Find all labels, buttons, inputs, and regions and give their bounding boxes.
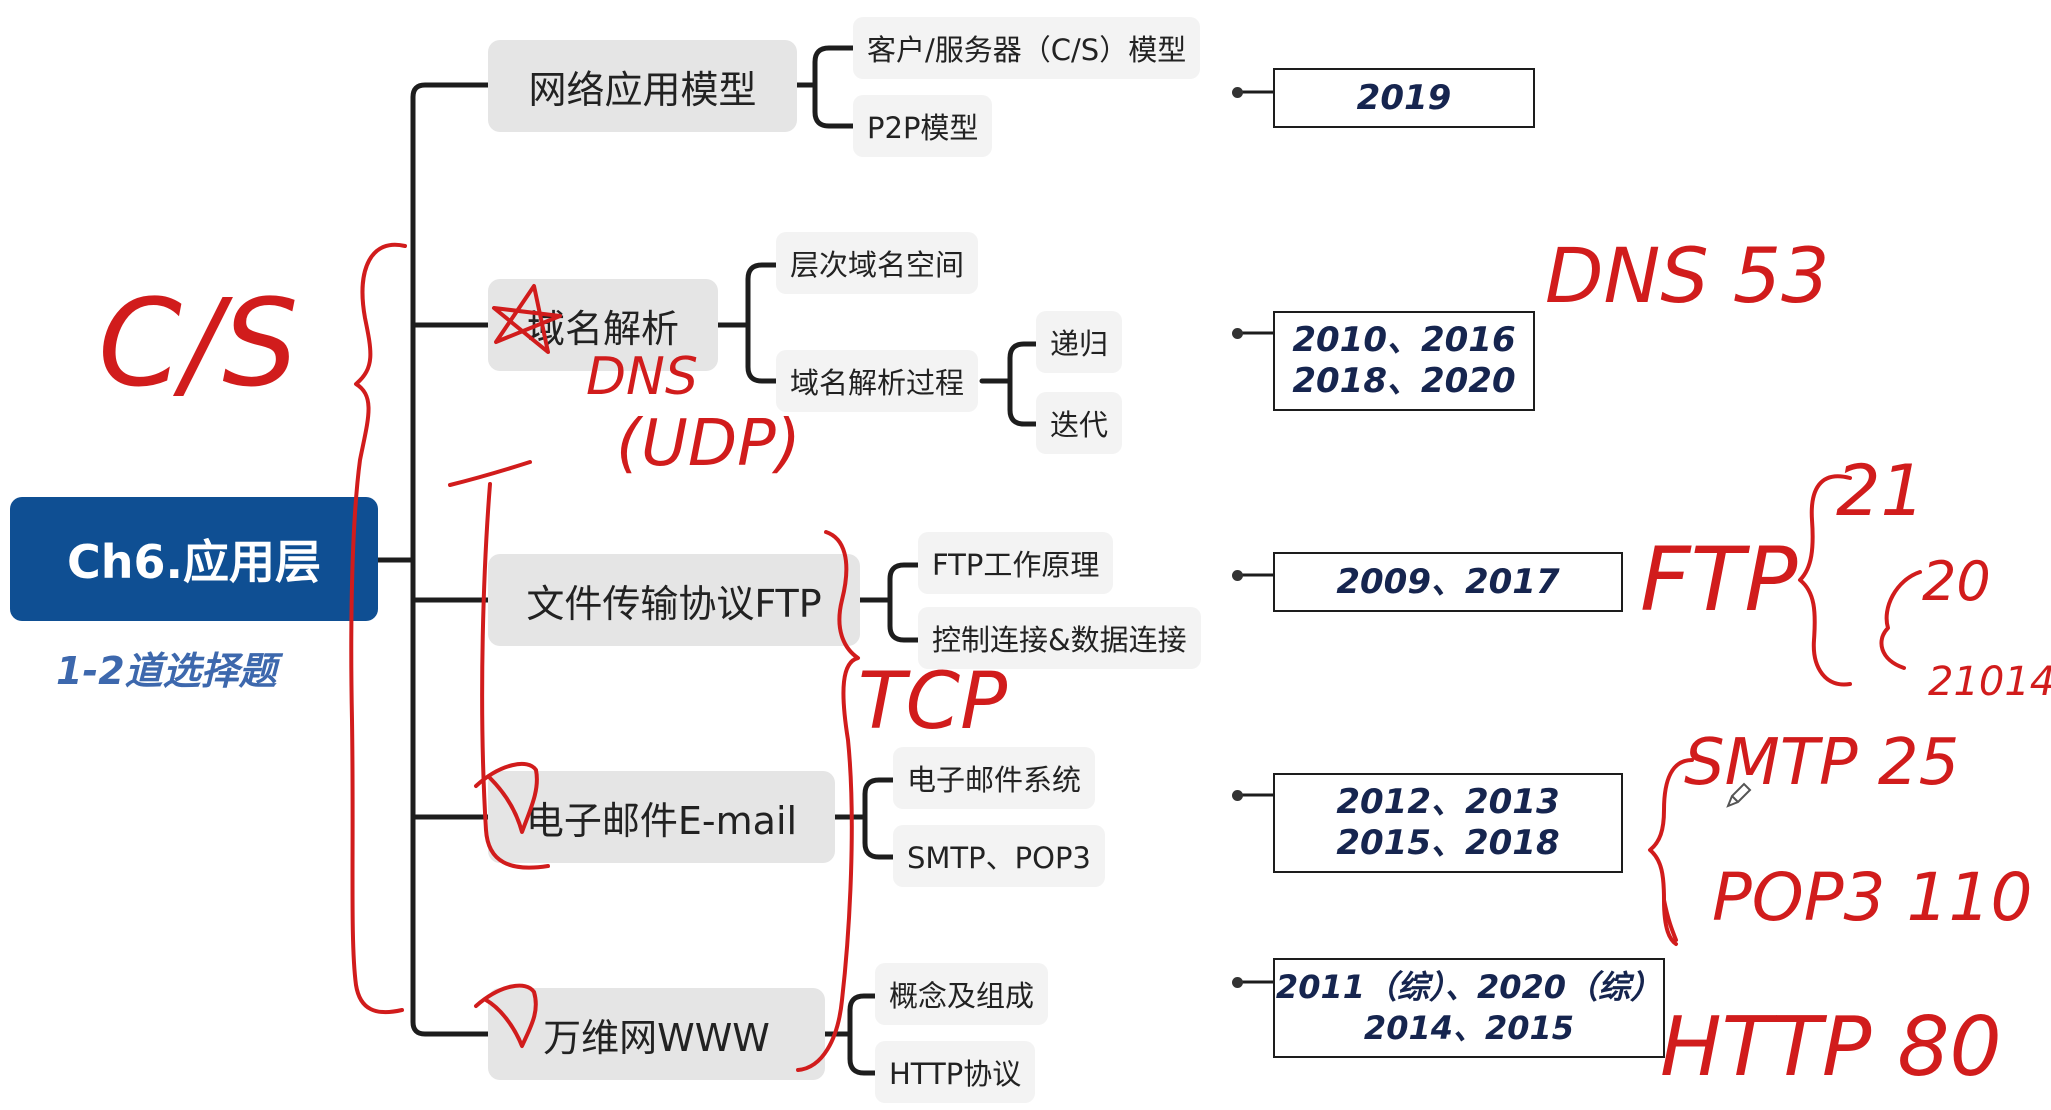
year-box-email: 2012、2013 2015、2018	[1273, 773, 1623, 873]
year-text: 2010、2016	[1292, 320, 1516, 360]
leaf-smtp-pop3[interactable]: SMTP、POP3	[893, 825, 1105, 887]
root-node[interactable]: Ch6.应用层	[10, 497, 378, 621]
year-text: 2014、2015	[1363, 1009, 1575, 1047]
topic-www[interactable]: 万维网WWW	[488, 988, 825, 1080]
year-box-ftp: 2009、2017	[1273, 552, 1623, 612]
year-box-www: 2011（综）、2020（综） 2014、2015	[1273, 958, 1665, 1058]
leaf-control-data-connection[interactable]: 控制连接&数据连接	[918, 607, 1201, 669]
year-box-network-app-model: 2019	[1273, 68, 1535, 128]
topic-email[interactable]: 电子邮件E-mail	[488, 771, 835, 863]
year-text: 2012、2013	[1336, 782, 1560, 822]
leaf-ftp-principle[interactable]: FTP工作原理	[918, 532, 1114, 594]
year-box-dns: 2010、2016 2018、2020	[1273, 311, 1535, 411]
year-dot	[1232, 87, 1243, 98]
leaf-domain-space[interactable]: 层次域名空间	[776, 232, 979, 294]
leaf-http-protocol[interactable]: HTTP协议	[875, 1041, 1036, 1103]
year-text: 2011（综）、2020（综）	[1275, 968, 1663, 1006]
leaf-www-concept[interactable]: 概念及组成	[875, 963, 1049, 1025]
leaf-iterative[interactable]: 迭代	[1036, 392, 1123, 454]
year-text: 2009、2017	[1336, 561, 1560, 602]
leaf-email-system[interactable]: 电子邮件系统	[893, 747, 1096, 809]
year-text: 2018、2020	[1292, 361, 1516, 401]
year-dot	[1232, 328, 1243, 339]
year-text: 2015、2018	[1336, 823, 1560, 863]
year-dot	[1232, 790, 1243, 801]
year-dot	[1232, 570, 1243, 581]
leaf-p2p-model[interactable]: P2P模型	[853, 95, 993, 157]
year-text: 2019	[1356, 77, 1452, 118]
topic-ftp[interactable]: 文件传输协议FTP	[488, 554, 860, 646]
leaf-recursive[interactable]: 递归	[1036, 311, 1123, 373]
topic-network-app-model[interactable]: 网络应用模型	[488, 40, 797, 132]
topic-dns[interactable]: 域名解析	[488, 279, 718, 371]
root-subtitle: 1-2道选择题	[56, 649, 277, 693]
year-dot	[1232, 977, 1243, 988]
leaf-cs-model[interactable]: 客户/服务器（C/S）模型	[853, 17, 1201, 79]
leaf-resolution-process[interactable]: 域名解析过程	[776, 350, 979, 412]
pencil-cursor-icon	[1726, 782, 1752, 808]
